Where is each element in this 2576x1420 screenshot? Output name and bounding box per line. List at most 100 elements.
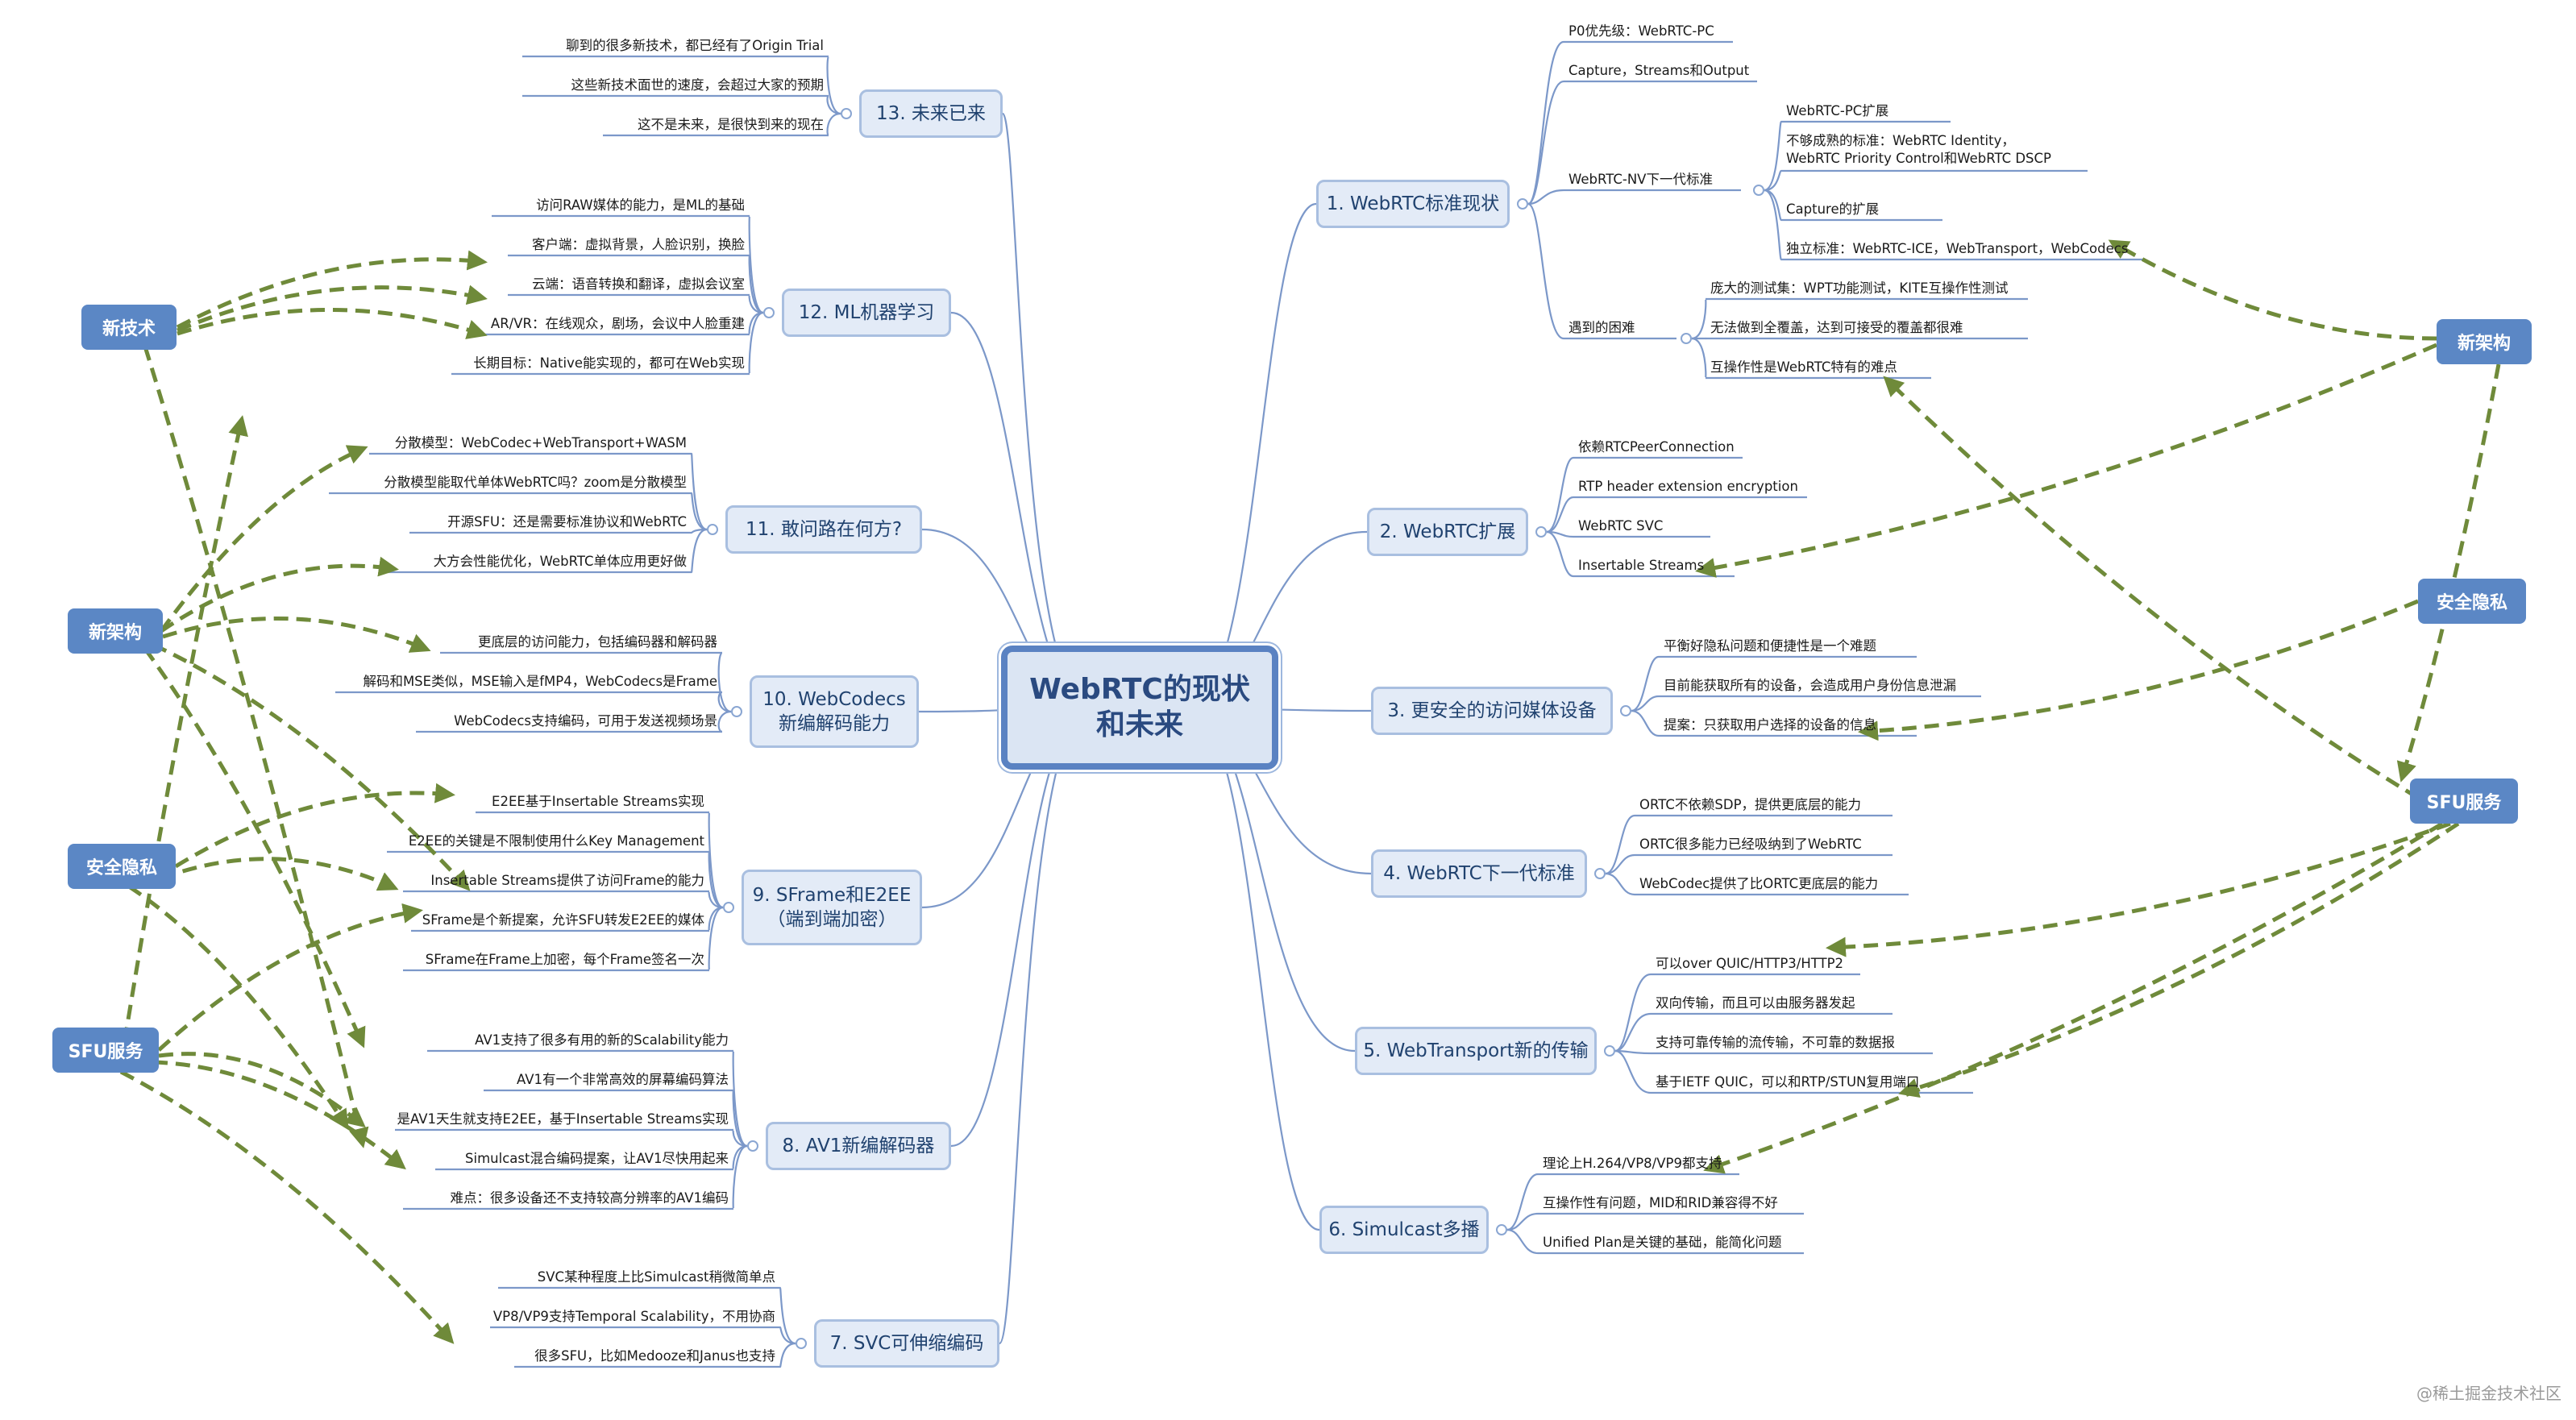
branch-3-secure-media[interactable]: 3. 更安全的访问媒体设备	[1371, 687, 1613, 735]
leaf-item[interactable]: 访问RAW媒体的能力，是ML的基础	[536, 197, 745, 213]
collapse-b9[interactable]	[723, 902, 734, 913]
branch-8-av1[interactable]: 8. AV1新编解码器	[766, 1122, 951, 1170]
collapse-b8[interactable]	[747, 1140, 758, 1152]
leaf-item[interactable]: P0优先级：WebRTC-PC	[1568, 23, 1714, 39]
leaf-connector	[708, 906, 724, 932]
leaf-item[interactable]: WebRTC-NV下一代标准	[1568, 172, 1713, 187]
leaf-item[interactable]: WebRTC-PC扩展	[1786, 103, 1889, 118]
branch-12-ml[interactable]: 12. ML机器学习	[782, 289, 951, 337]
leaf-item[interactable]: 平衡好隐私问题和便捷性是一个难题	[1664, 638, 1876, 654]
tag-security-right[interactable]: 安全隐私	[2418, 579, 2526, 624]
leaf-item[interactable]: Unified Plan是关键的基础，能简化问题	[1543, 1235, 1782, 1250]
leaf-item[interactable]: ORTC不依赖SDP，提供更底层的能力	[1639, 797, 1862, 812]
leaf-item[interactable]: RTP header extension encryption	[1578, 479, 1798, 494]
leaf-item[interactable]: Capture，Streams和Output	[1568, 63, 1750, 78]
leaf-item[interactable]: 更底层的访问能力，包括编码器和解码器	[478, 634, 717, 650]
collapse-b3[interactable]	[1620, 705, 1631, 716]
tag-new-arch-left[interactable]: 新架构	[68, 608, 163, 654]
leaf-item[interactable]: VP8/VP9支持Temporal Scalability，不用协商	[492, 1309, 775, 1324]
leaf-item[interactable]: 目前能获取所有的设备，会造成用户身份信息泄漏	[1664, 678, 1956, 693]
leaf-item[interactable]: E2EE基于Insertable Streams实现	[492, 794, 704, 809]
leaf-item[interactable]: Insertable Streams提供了访问Frame的能力	[430, 873, 704, 888]
branch-7-svc[interactable]: 7. SVC可伸缩编码	[814, 1319, 999, 1368]
leaf-item[interactable]: 很多SFU，比如Medooze和Janus也支持	[534, 1348, 775, 1364]
tag-new-arch-right[interactable]: 新架构	[2437, 319, 2532, 364]
leaf-item[interactable]: Insertable Streams	[1578, 558, 1705, 573]
leaf-item[interactable]: ORTC很多能力已经吸纳到了WebRTC	[1639, 837, 1862, 852]
root-topic[interactable]: WebRTC的现状 和未来	[1001, 646, 1278, 770]
leaf-item[interactable]: 基于IETF QUIC，可以和RTP/STUN复用端口	[1656, 1074, 1920, 1090]
collapse-b4[interactable]	[1594, 868, 1606, 879]
branch-2-extensions[interactable]: 2. WebRTC扩展	[1367, 508, 1528, 556]
leaf-item[interactable]: 理论上H.264/VP8/VP9都支持	[1543, 1156, 1722, 1171]
leaf-item[interactable]: 可以over QUIC/HTTP3/HTTP2	[1656, 956, 1844, 971]
leaf-item[interactable]: 双向传输，而且可以由服务器发起	[1656, 995, 1855, 1011]
collapse-b1nv[interactable]	[1753, 185, 1764, 196]
leaf-item[interactable]: 聊到的很多新技术，都已经有了Origin Trial	[566, 38, 824, 53]
category-link-arrow	[118, 415, 248, 1065]
tag-security-left[interactable]: 安全隐私	[68, 844, 176, 889]
leaf-item[interactable]: SVC某种程度上比Simulcast稍微简单点	[537, 1269, 775, 1285]
leaf-item[interactable]: 互操作性是WebRTC特有的难点	[1710, 359, 1897, 375]
leaf-item[interactable]: AR/VR：在线观众，剧场，会议中人脸重建	[490, 316, 745, 331]
leaf-connector	[732, 1144, 748, 1210]
leaf-item[interactable]: 开源SFU：还是需要标准协议和WebRTC	[447, 514, 687, 529]
collapse-b2[interactable]	[1535, 526, 1547, 538]
leaf-item[interactable]: 这些新技术面世的速度，会超过大家的预期	[571, 77, 825, 93]
leaf-item[interactable]: 依赖RTCPeerConnection	[1578, 439, 1735, 455]
leaf-item[interactable]: 庞大的测试集：WPT功能测试，KITE互操作性测试	[1710, 280, 2009, 296]
leaf-item[interactable]: WebRTC SVC	[1578, 518, 1664, 534]
branch-6-simulcast[interactable]: 6. Simulcast多播	[1319, 1206, 1489, 1254]
leaf-item[interactable]: 分散模型：WebCodec+WebTransport+WASM	[394, 435, 687, 450]
branch-9-sframe[interactable]: 9. SFrame和E2EE （端到端加密）	[742, 870, 922, 945]
leaf-item[interactable]: SFrame是个新提案，允许SFU转发E2EE的媒体	[422, 912, 704, 928]
tag-sfu-left[interactable]: SFU服务	[52, 1028, 159, 1073]
branch-4-next-gen[interactable]: 4. WebRTC下一代标准	[1371, 849, 1587, 898]
leaf-item[interactable]: 是AV1天生就支持E2EE，基于Insertable Streams实现	[397, 1111, 729, 1127]
category-link-arrow	[1826, 821, 2451, 957]
leaf-item[interactable]: Capture的扩展	[1786, 201, 1880, 217]
leaf-item[interactable]: Simulcast混合编码提案，让AV1尽快用起来	[465, 1151, 729, 1166]
leaf-item[interactable]: 大方会性能优化，WebRTC单体应用更好做	[433, 554, 687, 569]
leaf-item[interactable]: 支持可靠传输的流传输，不可靠的数据报	[1656, 1035, 1895, 1050]
collapse-b7[interactable]	[796, 1338, 807, 1349]
leaf-connector	[1546, 530, 1574, 578]
leaf-item[interactable]: 无法做到全覆盖，达到可接受的覆盖都很难	[1710, 320, 1963, 335]
leaf-item[interactable]: 长期目标：Native能实现的，都可在Web实现	[473, 355, 745, 371]
leaf-item[interactable]: 解码和MSE类似，MSE输入是fMP4，WebCodecs是Frame	[363, 674, 717, 689]
collapse-b13[interactable]	[841, 108, 852, 119]
tag-sfu-right[interactable]: SFU服务	[2410, 779, 2518, 824]
leaf-item[interactable]: 独立标准：WebRTC-ICE，WebTransport，WebCodecs	[1786, 241, 2129, 256]
leaf-item[interactable]: 云端：语音转换和翻译，虚拟会议室	[532, 276, 745, 292]
collapse-b1[interactable]	[1517, 198, 1528, 210]
branch-10-webcodecs[interactable]: 10. WebCodecs 新编解码能力	[750, 675, 919, 748]
leaf-item[interactable]: 不够成熟的标准：WebRTC Identity， WebRTC Priority…	[1786, 133, 2051, 166]
leaf-item[interactable]: 遇到的困难	[1568, 320, 1635, 335]
leaf-item[interactable]: 互操作性有问题，MID和RID兼容得不好	[1543, 1195, 1778, 1210]
leaf-item[interactable]: 分散模型能取代单体WebRTC吗？zoom是分散模型	[384, 475, 687, 490]
collapse-b10[interactable]	[731, 706, 742, 717]
branch-5-webtransport[interactable]: 5. WebTransport新的传输	[1355, 1027, 1597, 1075]
leaf-item[interactable]: AV1支持了很多有用的新的Scalability能力	[475, 1032, 729, 1048]
leaf-connector	[1764, 189, 1783, 222]
branch-1-standards[interactable]: 1. WebRTC标准现状	[1316, 180, 1510, 228]
leaf-item[interactable]: 这不是未来，是很快到来的现在	[638, 117, 824, 132]
branch-11-future-path[interactable]: 11. 敢问路在何方?	[725, 505, 922, 554]
leaf-item[interactable]: WebCodecs支持编码，可用于发送视频场景	[454, 713, 717, 729]
leaf-item[interactable]: 客户端：虚拟背景，人脸识别，换脸	[532, 237, 745, 252]
leaf-connector	[1691, 297, 1707, 340]
leaf-item[interactable]: AV1有一个非常高效的屏幕编码算法	[516, 1072, 729, 1087]
leaf-item[interactable]: SFrame在Frame上加密，每个Frame签名一次	[425, 952, 704, 967]
leaf-connector	[748, 214, 764, 314]
leaf-item[interactable]: 难点：很多设备还不支持较高分辨率的AV1编码	[450, 1190, 729, 1206]
collapse-b6[interactable]	[1496, 1224, 1507, 1235]
collapse-b5[interactable]	[1604, 1045, 1615, 1057]
collapse-b1diff[interactable]	[1681, 333, 1692, 344]
collapse-b12[interactable]	[763, 307, 775, 318]
leaf-item[interactable]: WebCodec提供了比ORTC更底层的能力	[1639, 876, 1879, 891]
tag-new-tech-left[interactable]: 新技术	[81, 305, 177, 350]
leaf-item[interactable]: 提案：只获取用户选择的设备的信息	[1664, 717, 1876, 733]
collapse-b11[interactable]	[707, 524, 718, 535]
leaf-item[interactable]: E2EE的关键是不限制使用什么Key Management	[408, 833, 704, 849]
branch-13-future-now[interactable]: 13. 未来已来	[859, 89, 1003, 138]
